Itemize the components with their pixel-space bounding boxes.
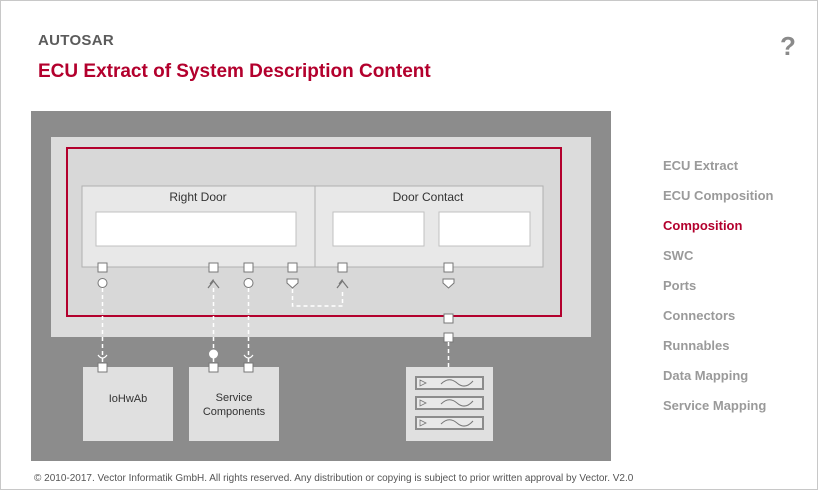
nav-item-data-mapping[interactable]: Data Mapping <box>663 368 749 383</box>
port[interactable] <box>243 262 254 273</box>
iohwab-component[interactable] <box>83 367 173 441</box>
port[interactable] <box>443 332 454 343</box>
iohwab-label: IoHwAb <box>109 393 148 405</box>
runnable-door-contact-2[interactable] <box>438 211 531 247</box>
swc-right-door-label: Right Door <box>169 190 226 204</box>
service-label-line1: Service <box>216 392 253 404</box>
swc-door-contact-label: Door Contact <box>393 190 464 204</box>
port[interactable] <box>97 262 108 273</box>
service-label-line2: Components <box>203 406 266 418</box>
internal-connector <box>291 289 344 307</box>
topic-navigation: ECU Extract ECU Composition Composition … <box>663 158 774 428</box>
bsw-module <box>415 396 484 410</box>
port[interactable] <box>443 262 454 273</box>
sender-port-icon <box>286 278 299 289</box>
port[interactable] <box>97 362 108 373</box>
copyright-footer: © 2010-2017. Vector Informatik GmbH. All… <box>34 473 634 484</box>
question-mark-icon[interactable]: ? <box>780 31 796 61</box>
port[interactable] <box>208 262 219 273</box>
page-overline: AUTOSAR <box>38 32 114 49</box>
nav-item-connectors[interactable]: Connectors <box>663 308 736 323</box>
nav-item-service-mapping[interactable]: Service Mapping <box>663 398 767 413</box>
bsw-module <box>415 376 484 390</box>
port[interactable] <box>243 362 254 373</box>
service-components[interactable] <box>189 367 279 441</box>
page-title: ECU Extract of System Description Conten… <box>38 61 431 82</box>
port[interactable] <box>337 262 348 273</box>
composition-diagram: Right Door Door Contact <box>31 111 611 461</box>
client-port-icon <box>207 279 220 289</box>
nav-item-runnables[interactable]: Runnables <box>663 338 730 353</box>
port[interactable] <box>443 313 454 324</box>
runnable-right-door[interactable] <box>95 211 297 247</box>
provider-port-icon <box>209 349 218 359</box>
nav-item-ecu-extract[interactable]: ECU Extract <box>663 158 739 173</box>
port[interactable] <box>287 262 298 273</box>
runnable-door-contact-1[interactable] <box>332 211 425 247</box>
bsw-module <box>415 416 484 430</box>
receiver-port-icon <box>243 354 254 359</box>
nav-item-ports[interactable]: Ports <box>663 278 697 293</box>
nav-item-ecu-composition[interactable]: ECU Composition <box>663 188 774 203</box>
port[interactable] <box>208 362 219 373</box>
nav-item-composition[interactable]: Composition <box>663 218 743 233</box>
receiver-port-icon <box>243 278 254 288</box>
server-port-icon <box>336 279 349 289</box>
receiver-port-icon <box>97 278 108 288</box>
receiver-port-icon <box>97 354 108 359</box>
nav-item-swc[interactable]: SWC <box>663 248 694 263</box>
sender-port-icon <box>442 278 455 289</box>
